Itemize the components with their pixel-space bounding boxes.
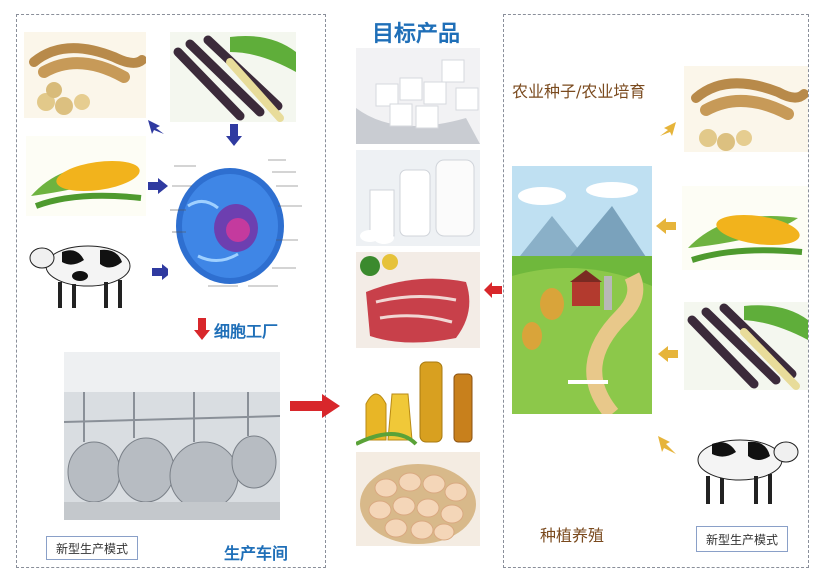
farm-landscape-image (512, 166, 652, 414)
sugarcane-image (684, 302, 808, 390)
blue-arrow-icon (152, 264, 172, 280)
soybean-image (24, 32, 146, 118)
oil-image (356, 354, 480, 448)
red-left-arrow-icon (484, 282, 502, 298)
cell-diagram-image (168, 146, 318, 298)
cell-factory-panel (16, 14, 326, 568)
production-workshop-image (64, 352, 280, 520)
blue-arrow-icon (226, 124, 242, 146)
blue-arrow-icon (148, 120, 164, 134)
new-production-mode-label: 新型生产模式 (696, 526, 788, 552)
traditional-farming-panel (503, 14, 809, 568)
gold-arrow-icon (660, 122, 676, 136)
red-down-arrow-icon (194, 318, 210, 340)
cow-image (22, 232, 146, 312)
blue-arrow-icon (148, 178, 168, 194)
sugarcane-image (170, 32, 296, 122)
sugar-image (356, 48, 480, 144)
gold-arrow-icon (656, 218, 676, 234)
milk-image (356, 150, 480, 246)
corn-image (682, 186, 808, 270)
cow-image (682, 424, 802, 508)
new-production-mode-label: 新型生产模式 (46, 536, 138, 560)
gold-arrow-icon (658, 346, 678, 362)
corn-image (26, 136, 146, 216)
cell-factory-label: 细胞工厂 (214, 322, 279, 341)
soybean-image (684, 66, 808, 152)
gold-arrow-icon (658, 436, 676, 454)
seed-breeding-label: 农业种子/农业培育 (512, 82, 646, 101)
eggs-image (356, 452, 480, 546)
red-right-arrow-icon (290, 394, 340, 418)
meat-image (356, 252, 480, 348)
planting-breeding-label: 种植养殖 (540, 526, 605, 545)
workshop-label: 生产车间 (224, 544, 289, 563)
diagram-title: 目标产品 (372, 22, 461, 47)
